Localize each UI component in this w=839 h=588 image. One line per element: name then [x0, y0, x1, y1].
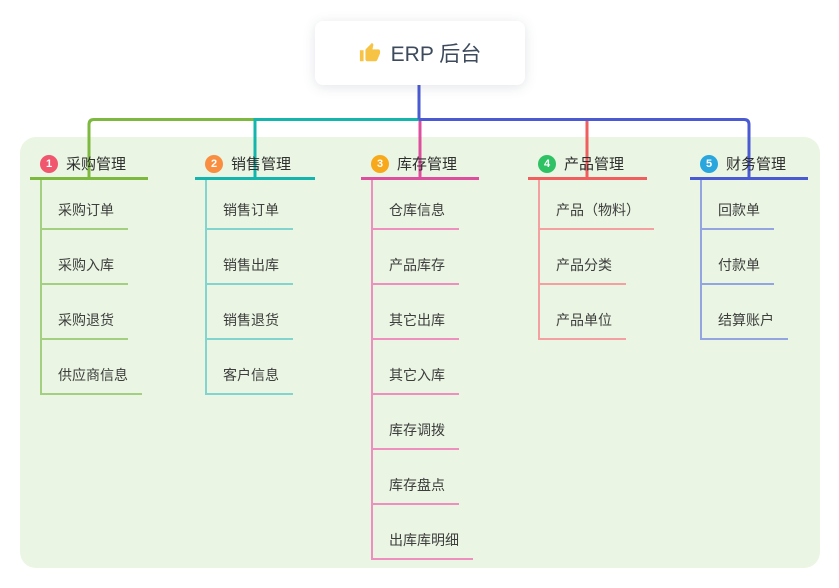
branch-label: 产品管理 — [564, 156, 625, 173]
child-node[interactable]: 其它出库 — [371, 310, 459, 340]
child-node[interactable]: 其它入库 — [371, 365, 459, 395]
child-node[interactable]: 客户信息 — [205, 365, 293, 395]
child-node[interactable]: 销售订单 — [205, 200, 293, 230]
child-node-row: 产品库存 — [371, 230, 479, 285]
child-node-row: 采购入库 — [40, 230, 148, 285]
child-node[interactable]: 采购入库 — [40, 255, 128, 285]
child-node-row: 销售订单 — [205, 180, 315, 230]
branch-header[interactable]: 3 库存管理 — [361, 150, 479, 180]
branch-财务管理: 5 财务管理 回款单 付款单 结算账户 — [690, 150, 808, 340]
branch-number-badge: 4 — [538, 154, 556, 173]
child-node[interactable]: 供应商信息 — [40, 365, 142, 395]
branch-header[interactable]: 1 采购管理 — [30, 150, 148, 180]
child-node-row: 付款单 — [700, 230, 808, 285]
child-node[interactable]: 采购订单 — [40, 200, 128, 230]
branch-销售管理: 2 销售管理 销售订单 销售出库 销售退货 客户信息 — [195, 150, 315, 395]
child-node-row: 产品单位 — [538, 285, 647, 340]
branch-children: 销售订单 销售出库 销售退货 客户信息 — [205, 180, 315, 395]
child-node-row: 采购订单 — [40, 180, 148, 230]
child-node-row: 其它出库 — [371, 285, 479, 340]
child-node-row: 其它入库 — [371, 340, 479, 395]
child-node[interactable]: 产品分类 — [538, 255, 626, 285]
thumbs-up-icon — [359, 42, 381, 64]
child-node[interactable]: 产品（物料） — [538, 200, 654, 230]
child-node-row: 产品（物料） — [538, 180, 654, 230]
child-node[interactable]: 销售退货 — [205, 310, 293, 340]
child-node-row: 库存调拨 — [371, 395, 479, 450]
branch-产品管理: 4 产品管理 产品（物料） 产品分类 产品单位 — [528, 150, 654, 340]
branch-children: 产品（物料） 产品分类 产品单位 — [538, 180, 654, 340]
child-node[interactable]: 库存盘点 — [371, 475, 459, 505]
child-node-row: 结算账户 — [700, 285, 808, 340]
child-node[interactable]: 销售出库 — [205, 255, 293, 285]
child-node[interactable]: 仓库信息 — [371, 200, 459, 230]
branch-number-badge: 1 — [40, 154, 58, 173]
child-node-row: 客户信息 — [205, 340, 315, 395]
branch-header[interactable]: 2 销售管理 — [195, 150, 315, 180]
branch-number-badge: 2 — [205, 154, 223, 173]
branch-children: 回款单 付款单 结算账户 — [700, 180, 808, 340]
branch-label: 采购管理 — [66, 156, 127, 173]
branch-label: 财务管理 — [726, 156, 787, 173]
child-node[interactable]: 回款单 — [700, 200, 774, 230]
branch-number-badge: 3 — [371, 154, 389, 173]
child-node-row: 销售出库 — [205, 230, 315, 285]
child-node[interactable]: 出库库明细 — [371, 530, 473, 560]
branch-trunk-line — [538, 180, 540, 340]
child-node-row: 回款单 — [700, 180, 808, 230]
branch-trunk-line — [40, 180, 42, 395]
child-node-row: 销售退货 — [205, 285, 315, 340]
root-node[interactable]: ERP 后台 — [315, 21, 525, 85]
branches-panel — [20, 137, 820, 568]
branch-trunk-line — [371, 180, 373, 560]
child-node[interactable]: 库存调拨 — [371, 420, 459, 450]
child-node-row: 采购退货 — [40, 285, 148, 340]
child-node[interactable]: 采购退货 — [40, 310, 128, 340]
branch-库存管理: 3 库存管理 仓库信息 产品库存 其它出库 其它入库 库存调拨 库存盘点 出库库… — [361, 150, 479, 560]
branch-number-badge: 5 — [700, 154, 718, 173]
root-node-label: ERP 后台 — [390, 43, 482, 66]
child-node-row: 库存盘点 — [371, 450, 479, 505]
child-node[interactable]: 产品单位 — [538, 310, 626, 340]
branch-采购管理: 1 采购管理 采购订单 采购入库 采购退货 供应商信息 — [30, 150, 148, 395]
child-node-row: 出库库明细 — [371, 505, 479, 560]
branch-children: 采购订单 采购入库 采购退货 供应商信息 — [40, 180, 148, 395]
child-node[interactable]: 付款单 — [700, 255, 774, 285]
child-node[interactable]: 产品库存 — [371, 255, 459, 285]
branch-header[interactable]: 4 产品管理 — [528, 150, 647, 180]
child-node-row: 产品分类 — [538, 230, 647, 285]
branch-label: 库存管理 — [397, 156, 458, 173]
child-node[interactable]: 结算账户 — [700, 310, 788, 340]
branch-header[interactable]: 5 财务管理 — [690, 150, 808, 180]
branch-children: 仓库信息 产品库存 其它出库 其它入库 库存调拨 库存盘点 出库库明细 — [371, 180, 479, 560]
child-node-row: 仓库信息 — [371, 180, 479, 230]
child-node-row: 供应商信息 — [40, 340, 148, 395]
branch-trunk-line — [205, 180, 207, 395]
branch-trunk-line — [700, 180, 702, 340]
branch-label: 销售管理 — [231, 156, 292, 173]
